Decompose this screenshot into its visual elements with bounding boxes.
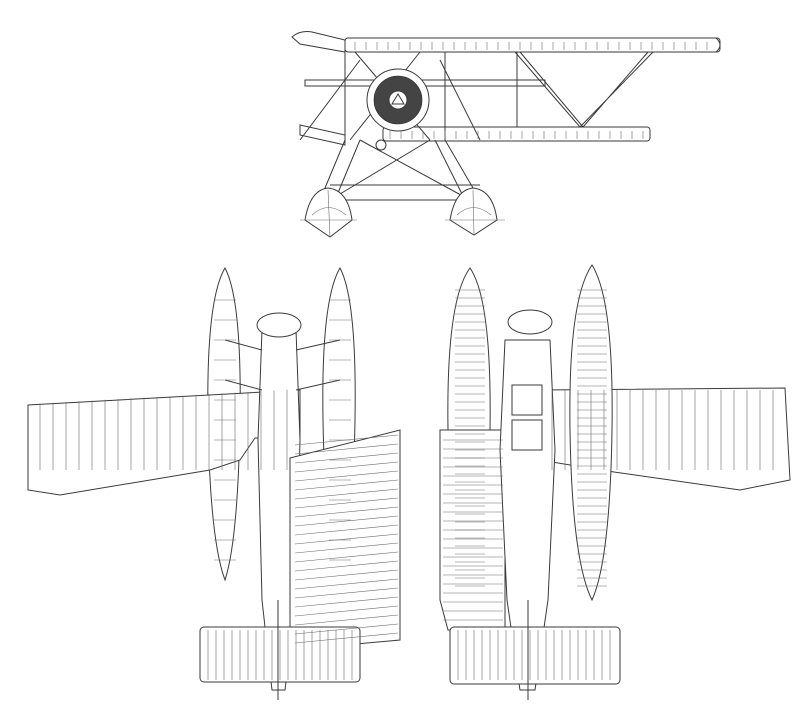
- top-view-rib-marks: [39, 299, 399, 680]
- wing-rib: [294, 524, 399, 536]
- bottom-view-rib-marks: [443, 289, 774, 680]
- bottom-fuselage: [499, 339, 556, 691]
- wing-rib: [294, 443, 399, 455]
- top-cabane-struts: [224, 339, 341, 391]
- wing-rib: [294, 497, 399, 509]
- wing-rib: [294, 515, 399, 527]
- wing-rib: [294, 569, 399, 581]
- wing-rib: [294, 587, 399, 599]
- lower-wing-folded-stub: [299, 124, 346, 146]
- right-float-ribs: [445, 189, 505, 236]
- left-float-ribs: [300, 189, 357, 238]
- wing-rib: [294, 488, 399, 500]
- bottom-hatch-1: [511, 384, 543, 416]
- hub-triangle: [391, 93, 405, 105]
- top-wing-left: [27, 389, 301, 496]
- float-struts: [319, 139, 481, 201]
- left-float-front: [304, 187, 353, 238]
- bottom-tailplane: [449, 626, 621, 685]
- upper-wing: [344, 37, 721, 53]
- wing-rib: [294, 506, 399, 518]
- oil-cooler: [375, 139, 387, 151]
- wing-rib: [294, 533, 399, 545]
- wing-rib: [294, 461, 399, 473]
- bottom-engine-cowling: [507, 309, 553, 335]
- top-view: [27, 266, 401, 700]
- top-engine-cowling: [256, 312, 302, 338]
- bottom-view: [439, 264, 791, 700]
- wing-rib: [294, 578, 399, 590]
- bottom-hatch-2: [511, 419, 543, 451]
- wing-rib: [294, 479, 399, 491]
- wing-rib: [294, 596, 399, 608]
- upper-wing-tip: [715, 37, 721, 53]
- wing-rib: [294, 452, 399, 464]
- wing-rib: [294, 470, 399, 482]
- upper-wing-folded-tip: [291, 31, 346, 53]
- wing-rib: [294, 560, 399, 572]
- front-view: [291, 31, 721, 238]
- wing-rib: [294, 614, 399, 626]
- wing-rib: [294, 605, 399, 617]
- wing-rib: [294, 542, 399, 554]
- wing-rib: [294, 551, 399, 563]
- front-wing-rib-marks: [354, 42, 708, 139]
